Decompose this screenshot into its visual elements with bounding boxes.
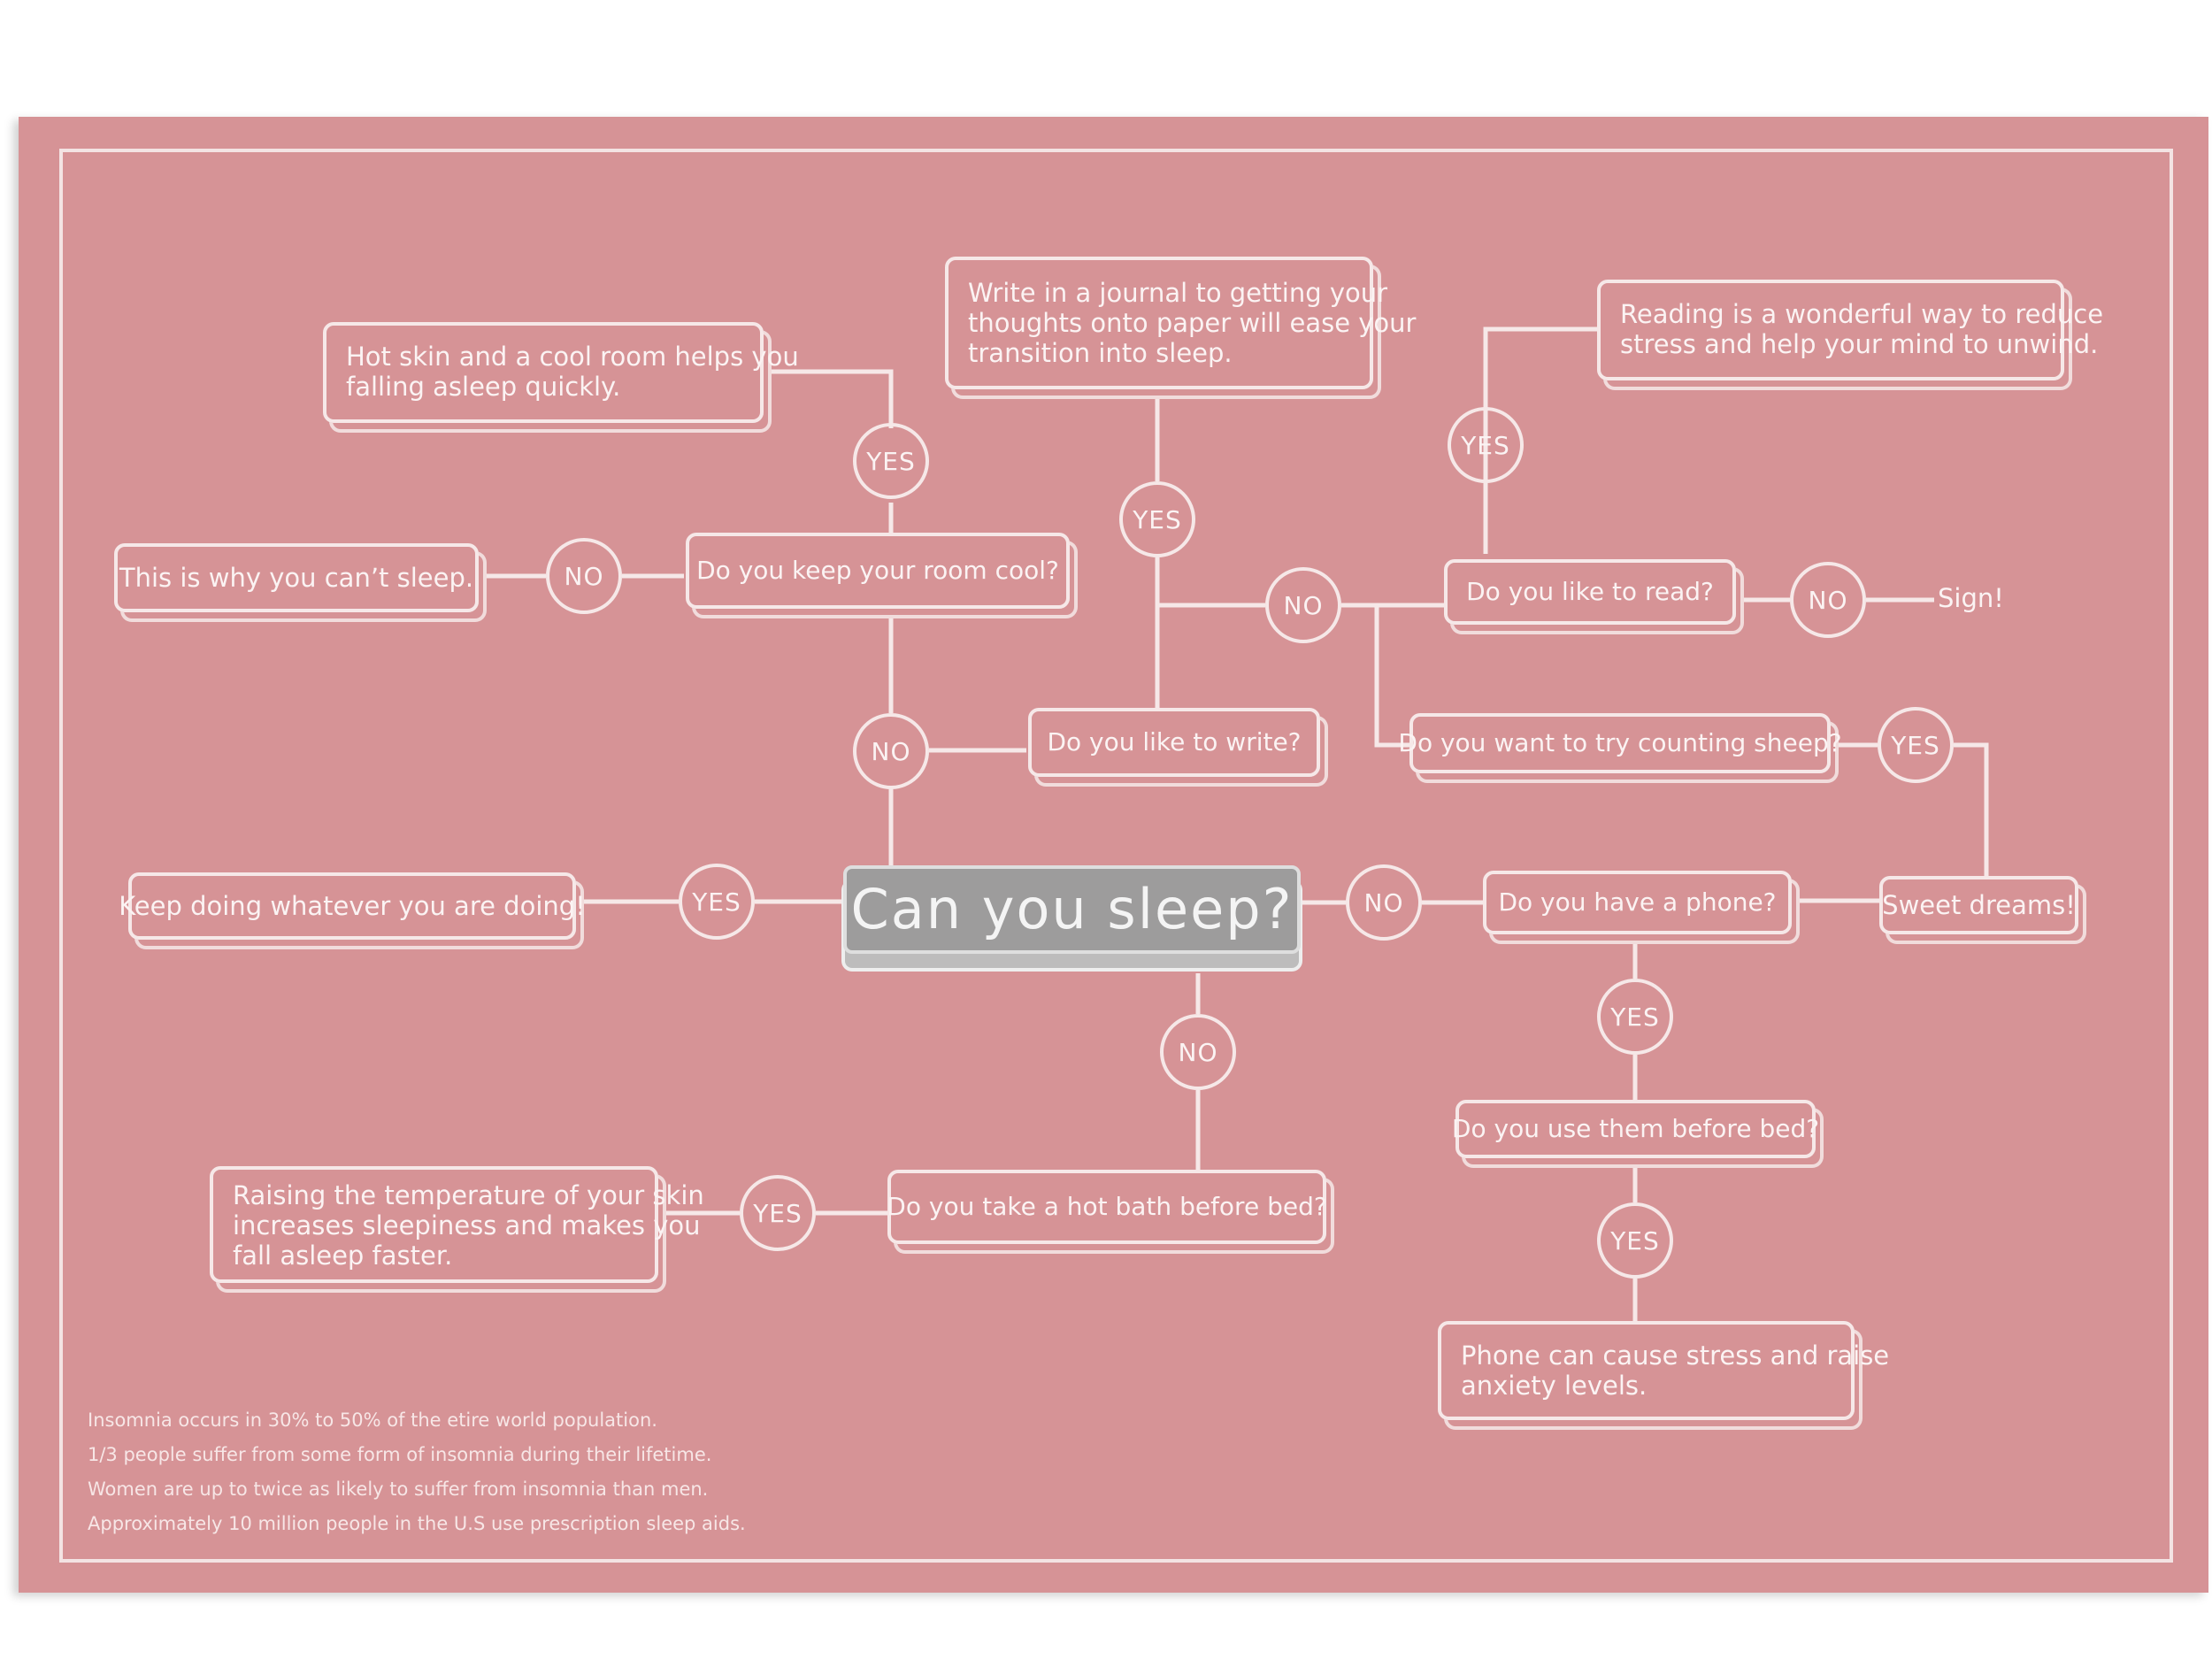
note-journal: Write in a journal to getting your thoug…	[945, 257, 1417, 389]
badge-yes-sheep: YES	[1878, 707, 1954, 783]
note-phone-stress-line-2: anxiety levels.	[1461, 1371, 1647, 1401]
link-hot-skin	[764, 369, 894, 428]
note-hot-skin-line-1: Hot skin and a cool room helps you	[346, 342, 799, 372]
question-room-cool: Do you keep your room cool?	[686, 533, 1070, 609]
question-like-write: Do you like to write?	[1028, 708, 1320, 777]
link-to-sheep	[1374, 605, 1409, 748]
note-journal-line-2: thoughts onto paper will ease your	[968, 308, 1417, 338]
note-phone-stress-line-1: Phone can cause stress and raise	[1461, 1340, 1890, 1371]
note-phone-stress: Phone can cause stress and raise anxiety…	[1438, 1321, 1890, 1420]
badge-yes-keep: YES	[679, 864, 755, 940]
question-counting-sheep: Do you want to try counting sheep?	[1398, 713, 1842, 773]
badge-yes-use: YES	[1597, 1202, 1673, 1279]
poster-frame	[59, 149, 2173, 1563]
fact-4: Approximately 10 million people in the U…	[88, 1513, 746, 1534]
note-raise-temp-line-3: fall asleep faster.	[233, 1240, 453, 1271]
badge-yes-read: YES	[1448, 407, 1524, 483]
badge-no-read: NO	[1790, 562, 1866, 638]
root-question: Can you sleep?	[843, 865, 1301, 954]
insomnia-facts: Insomnia occurs in 30% to 50% of the eti…	[88, 1403, 746, 1541]
link-yes-dreams	[1954, 742, 1989, 876]
fact-3: Women are up to twice as likely to suffe…	[88, 1479, 709, 1500]
note-reading-line-2: stress and help your mind to unwind.	[1620, 329, 2099, 359]
note-sweet-dreams: Sweet dreams!	[1879, 876, 2078, 934]
note-keep-doing: Keep doing whatever you are doing!	[119, 872, 586, 940]
question-have-phone: Do you have a phone?	[1483, 871, 1792, 934]
question-use-before-bed: Do you use them before bed?	[1452, 1100, 1819, 1158]
note-journal-line-1: Write in a journal to getting your	[968, 278, 1388, 308]
note-raise-temp-line-1: Raising the temperature of your skin	[233, 1180, 704, 1210]
badge-no-room-down: NO	[853, 713, 929, 789]
badge-yes-journal: YES	[1119, 481, 1195, 557]
note-hot-skin: Hot skin and a cool room helps you falli…	[323, 322, 799, 423]
note-hot-skin-line-2: falling asleep quickly.	[346, 372, 621, 402]
note-raise-temp: Raising the temperature of your skin inc…	[210, 1166, 704, 1283]
badge-yes-bath: YES	[740, 1175, 816, 1251]
note-why-cant-sleep: This is why you can’t sleep.	[114, 543, 479, 612]
note-journal-line-3: transition into sleep.	[968, 338, 1233, 368]
badge-yes-phone: YES	[1597, 979, 1673, 1055]
badge-no-bath: NO	[1160, 1014, 1236, 1090]
question-like-read: Do you like to read?	[1444, 559, 1736, 625]
badge-no-why: NO	[546, 538, 622, 614]
note-reading-line-1: Reading is a wonderful way to reduce	[1620, 299, 2104, 329]
fact-2: 1/3 people suffer from some form of inso…	[88, 1444, 712, 1465]
badge-yes-room: YES	[853, 423, 929, 499]
question-hot-bath: Do you take a hot bath before bed?	[887, 1170, 1327, 1244]
fact-1: Insomnia occurs in 30% to 50% of the eti…	[88, 1409, 657, 1431]
note-reading: Reading is a wonderful way to reduce str…	[1597, 280, 2104, 380]
end-sign: Sign!	[1938, 583, 2004, 613]
poster	[19, 117, 2208, 1593]
badge-no-root: NO	[1346, 864, 1422, 941]
badge-no-write: NO	[1265, 567, 1341, 643]
note-raise-temp-line-2: increases sleepiness and makes you	[233, 1210, 701, 1240]
